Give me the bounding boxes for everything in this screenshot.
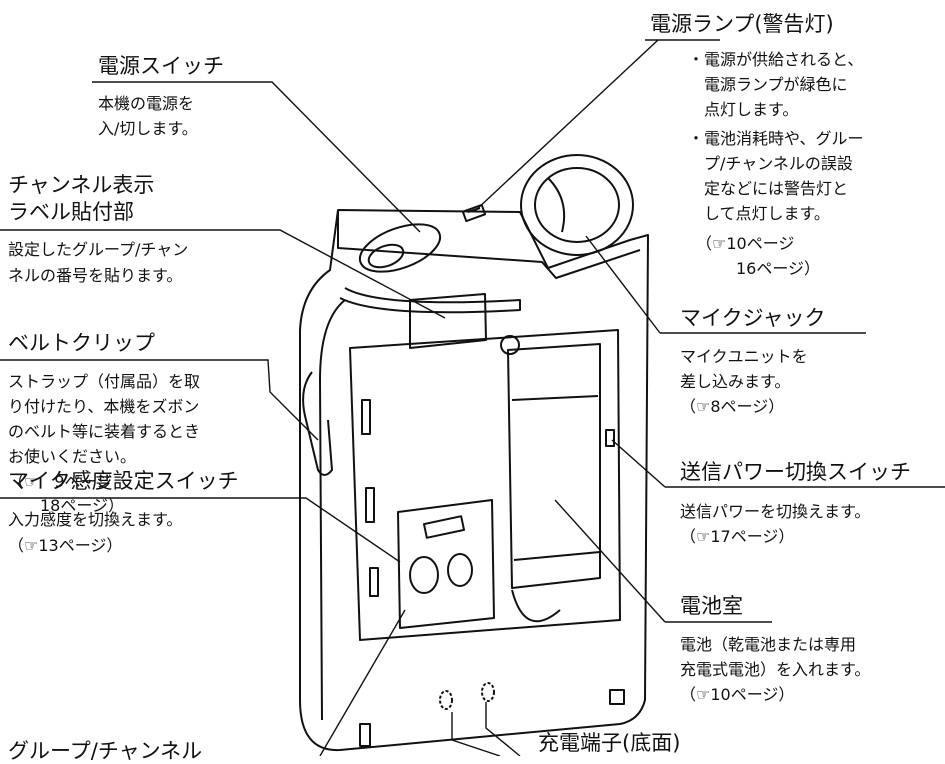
belt-clip-ref-2: 18ページ）	[8, 496, 125, 515]
channel-label-desc-2: ネルの番号を貼ります。	[8, 266, 183, 285]
battery-compartment-desc-1: 電池（乾電池または専用	[680, 635, 857, 654]
belt-clip-desc-2: り付けたり、本機をズボン	[8, 397, 200, 416]
belt-clip-desc-1: ストラップ（付属品）を取	[8, 372, 201, 391]
power-lamp-desc-6: 定などには警告灯と	[688, 179, 849, 198]
charging-terminal-title: 充電端子(底面)	[538, 731, 681, 755]
battery-frame	[349, 329, 621, 641]
power-lamp-desc-1: ・電源が供給されると、	[688, 50, 864, 69]
mic-jack-outer	[520, 154, 634, 256]
group-channel-title: グループ/チャンネル	[8, 739, 203, 763]
channel-label-title-2: ラベル貼付部	[8, 200, 134, 224]
label-area-shape	[409, 293, 487, 349]
battery-compartment-desc-2: 充電式電池）を入れます。	[680, 660, 871, 679]
device-left-edge	[319, 299, 346, 721]
power-switch-title: 電源スイッチ	[98, 54, 224, 78]
mic-panel-shape	[397, 499, 495, 629]
mic-sensitivity-desc-2: （☞13ページ）	[8, 536, 123, 555]
power-lamp-title: 電源ランプ(警告灯)	[650, 12, 834, 36]
belt-clip-title: ベルトクリップ	[8, 331, 155, 355]
mic-jack-title: マイクジャック	[680, 306, 826, 330]
power-lamp-shape	[461, 203, 487, 223]
device-top-band	[339, 287, 521, 314]
mic-jack-ref: （☞8ページ）	[680, 397, 785, 416]
mic-jack-desc-1: マイクユニットを	[680, 347, 808, 366]
tx-power-switch-desc: 送信パワーを切換えます。	[680, 502, 871, 521]
battery-compartment-shape	[507, 343, 601, 589]
power-switch-shape	[358, 223, 442, 273]
channel-label-desc-1: 設定したグループ/チャン	[8, 240, 189, 259]
screw-shape	[500, 335, 520, 355]
device-body-outline	[299, 209, 649, 752]
power-lamp-desc-5: プ/チャンネルの誤設	[688, 154, 853, 173]
belt-clip-desc-4: お使いください。	[8, 447, 137, 466]
power-lamp-desc-7: して点灯します。	[688, 204, 830, 223]
belt-clip-desc-3: のベルト等に装着するとき	[8, 422, 201, 441]
power-lamp-ref-1: （☞10ページ	[688, 234, 795, 253]
power-switch-desc-2: 入/切します。	[98, 119, 198, 138]
power-lamp-desc-2: 電源ランプが緑色に	[688, 75, 848, 94]
channel-label-title-1: チャンネル表示	[8, 173, 155, 197]
mic-jack-inner	[534, 167, 620, 243]
power-lamp-desc-3: 点灯します。	[688, 100, 799, 119]
device-top-face	[337, 210, 641, 279]
mic-sensitivity-title: マイク感度設定スイッチ	[8, 469, 239, 493]
tx-power-switch-ref: （☞17ページ）	[680, 527, 795, 546]
mic-jack-desc-2: 差し込みます。	[680, 372, 791, 391]
battery-compartment-ref: （☞10ページ）	[680, 685, 795, 704]
power-lamp-desc-4: ・電池消耗時や、グルー	[688, 129, 864, 148]
tx-power-switch-title: 送信パワー切換スイッチ	[680, 460, 911, 484]
belt-clip-ref-1: （☞ 9ページ	[8, 472, 113, 491]
belt-clip-shape	[302, 371, 333, 476]
mic-sensitivity-desc-1: 入力感度を切換えます。	[8, 510, 183, 529]
power-switch-desc-1: 本機の電源を	[98, 94, 195, 113]
battery-compartment-title: 電池室	[680, 594, 743, 618]
power-lamp-ref-2: 16ページ）	[688, 259, 821, 278]
